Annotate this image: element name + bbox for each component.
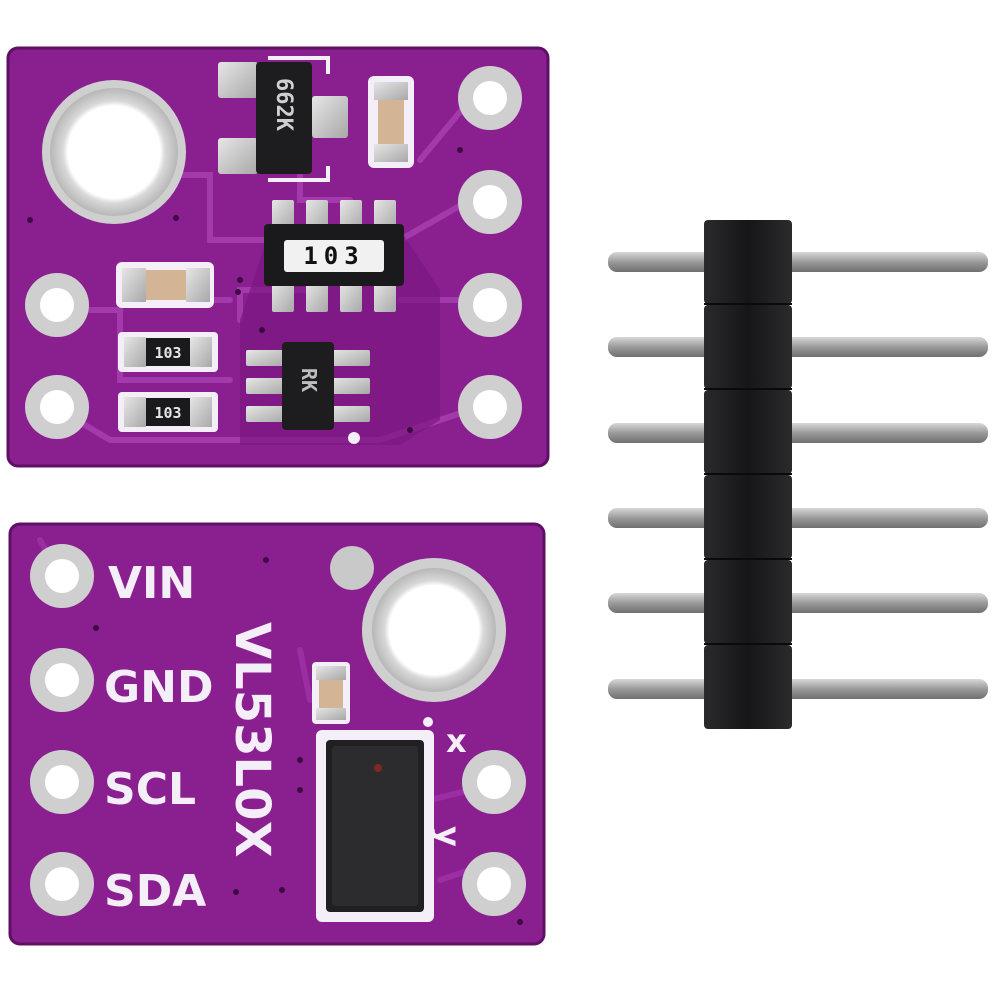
front-pcb-board: VIN GND SCL SDA VL53L0X <box>8 522 546 946</box>
voltage-regulator: 662K <box>218 56 348 182</box>
axis-x-label: x <box>446 722 467 760</box>
back-left-pin-holes <box>25 273 89 439</box>
model-label: VL53L0X <box>224 622 280 858</box>
back-pcb-board: 662K 103 <box>6 46 550 468</box>
mosfet-label: RK <box>297 368 321 392</box>
pin-label-gnd: GND <box>104 662 213 713</box>
front-vias <box>93 557 523 925</box>
level-shifter-mosfet: RK <box>246 342 370 444</box>
front-right-pin-holes <box>462 750 526 916</box>
pin-label-sda: SDA <box>104 866 206 917</box>
back-resistor-2: 103 <box>118 392 218 432</box>
back-right-pin-holes <box>458 66 522 439</box>
back-resistor-1: 103 <box>118 332 218 372</box>
back-vias <box>27 147 463 433</box>
front-capacitor <box>312 662 350 724</box>
axis-origin-dot <box>423 717 433 727</box>
front-left-pin-holes <box>30 544 94 916</box>
back-capacitor-left <box>116 262 214 308</box>
header-housing <box>704 220 792 729</box>
header-pins <box>608 252 988 699</box>
regulator-label: 662K <box>271 78 296 132</box>
pin-label-vin: VIN <box>108 558 195 609</box>
fiducial-mark <box>330 546 374 590</box>
axis-y-label: y <box>430 826 468 847</box>
resistor-1-label: 103 <box>154 344 181 362</box>
resistor-2-label: 103 <box>154 404 181 422</box>
pin-label-scl: SCL <box>104 764 196 815</box>
pin-header <box>608 220 988 729</box>
resistor-array: 103 <box>264 200 404 312</box>
tof-sensor-chip <box>316 730 434 922</box>
resistor-array-label: 103 <box>303 242 364 270</box>
back-capacitor-top <box>368 76 414 168</box>
